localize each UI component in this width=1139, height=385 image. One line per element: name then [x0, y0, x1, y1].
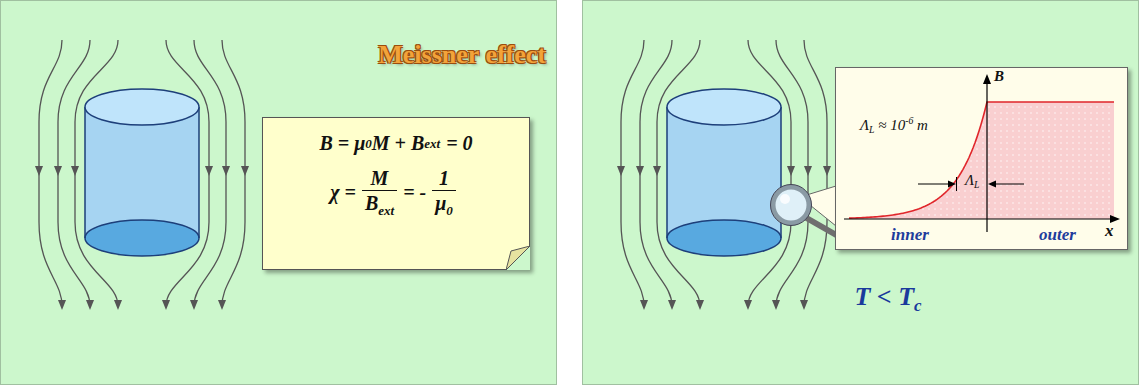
x-axis — [844, 218, 1112, 219]
lens-glint — [780, 194, 790, 204]
penetration-depth-label: L — [869, 124, 874, 135]
callout-box: BΛL≈ 10-6mΛLinnerouterx — [835, 67, 1128, 250]
dimension-label: L — [974, 179, 979, 190]
formula-line: B = μ0M + Bext = 0 — [319, 132, 472, 155]
penetration-plot — [836, 68, 1127, 249]
formula-text: B — [365, 192, 378, 214]
dimension-label-group: ΛL — [963, 172, 982, 190]
formula-text: 0 — [365, 136, 372, 152]
region-label: outer — [1039, 225, 1076, 244]
penetration-depth-label: m — [917, 117, 928, 133]
dimension-label: Λ — [965, 172, 974, 188]
formula-text: 0 — [446, 203, 453, 218]
magnifier-rim — [771, 185, 812, 226]
axis-label-group: B — [994, 68, 1004, 85]
field-curve — [849, 102, 1114, 218]
formula-text: ext — [378, 203, 394, 218]
fraction-denominator: μ0 — [432, 190, 456, 218]
penetration-depth-label: ≈ 10 — [878, 117, 905, 133]
dimension-line — [918, 184, 950, 185]
fraction-numerator: 1 — [436, 167, 452, 190]
formula-text: μ — [435, 192, 446, 214]
b-axis — [986, 82, 987, 232]
axis-label: x — [1105, 221, 1114, 240]
superconductor-cylinder — [35, 40, 249, 310]
slide-panel — [1, 1, 557, 385]
region-label: inner — [891, 225, 929, 244]
corner-cut — [506, 246, 530, 270]
fraction: 1μ0 — [432, 167, 456, 218]
superconductor-cylinder — [617, 40, 831, 310]
formula-text: M — [371, 167, 389, 189]
dimension-arrowhead — [948, 181, 956, 188]
dimension-arrowhead — [988, 181, 996, 188]
formula-text: 1 — [439, 167, 449, 189]
magnifier-handle — [803, 216, 838, 236]
temperature-condition: c — [914, 296, 922, 315]
formula-text: B = μ — [319, 132, 365, 155]
penetration-depth-label-group: ΛL ≈ 10-6 m — [860, 115, 928, 135]
region-label-group: inner — [891, 225, 929, 245]
slide-panel — [583, 1, 1139, 385]
formula-text: = 0 — [446, 132, 472, 155]
axis-label-group: x — [1105, 221, 1114, 241]
magnifier-lens — [773, 187, 809, 223]
formula-note: B = μ0M + Bext= 0χ =MBext= -1μ0 — [262, 117, 530, 270]
temperature-condition: T < Tc — [818, 282, 958, 316]
fraction-numerator: M — [368, 167, 392, 190]
field-region — [849, 102, 1114, 219]
formula-text: χ = — [330, 181, 356, 204]
corner-fold — [506, 246, 530, 270]
dimension-tick — [956, 177, 957, 191]
penetration-depth-label: Λ — [860, 117, 869, 133]
slide-title: Meissner effect — [378, 40, 546, 70]
formula-text: = - — [403, 181, 426, 204]
axis-label: B — [994, 68, 1004, 84]
curled-corner — [506, 246, 530, 270]
formula-text: ext — [424, 136, 440, 152]
formula-line: χ =MBext= -1μ0 — [330, 167, 462, 218]
region-label-group: outer — [1039, 225, 1076, 245]
dimension-line — [995, 184, 1024, 185]
temperature-condition: T < T — [854, 282, 914, 311]
formula-text: M + B — [372, 132, 425, 155]
fraction: MBext — [362, 167, 397, 218]
fraction-denominator: Bext — [362, 190, 397, 218]
axis-arrowhead — [983, 74, 991, 84]
penetration-depth-label: -6 — [905, 115, 913, 126]
